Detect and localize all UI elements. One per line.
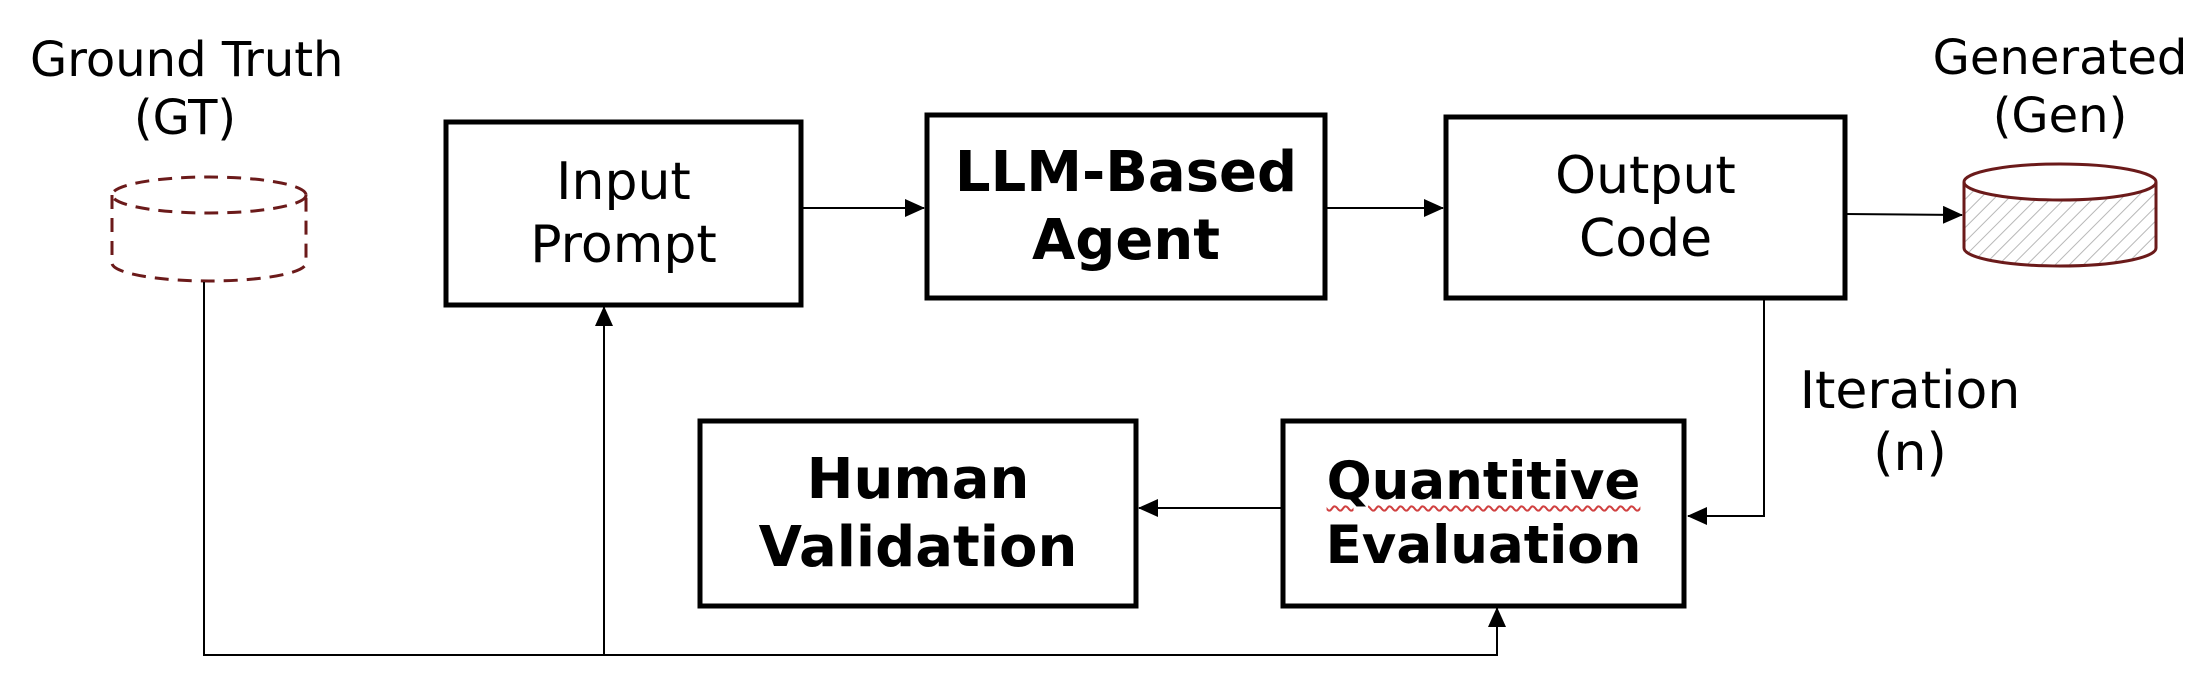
output-code-text: Output Code — [1448, 119, 1843, 296]
generated-abbr: (Gen) — [1992, 87, 2128, 144]
iteration-label: Iteration (n) — [1780, 360, 2040, 485]
llm-agent-text: LLM-Based Agent — [929, 117, 1323, 296]
iteration-title: Iteration — [1799, 361, 2021, 421]
llm-agent-box — [924, 112, 1328, 301]
ground-truth-abbr: (GT) — [133, 89, 237, 146]
output-code-box — [1443, 114, 1848, 301]
generated-cylinder-icon — [1962, 162, 2158, 268]
ground-truth-title: Ground Truth — [30, 32, 344, 88]
quantitive-evaluation-box — [1280, 418, 1687, 609]
input-prompt-line2: Prompt — [530, 214, 717, 275]
generated-label: Generated (Gen) — [1930, 30, 2190, 145]
human-validation-text: Human Validation — [702, 423, 1134, 604]
ground-truth-cylinder-icon — [110, 175, 308, 283]
generated-title: Generated — [1932, 30, 2188, 86]
llm-agent-line2: Agent — [1031, 207, 1221, 273]
quantitive-evaluation-text: Quantitive Evaluation — [1285, 423, 1682, 604]
quantitive-evaluation-line2: Evaluation — [1325, 514, 1642, 576]
ground-truth-label: Ground Truth (GT) — [30, 32, 344, 147]
input-prompt-line1: Input — [556, 152, 691, 213]
arrow-code-to-gen — [1844, 205, 1963, 224]
iteration-count: (n) — [1873, 423, 1947, 484]
human-validation-line2: Validation — [758, 514, 1078, 580]
llm-agent-line1: LLM-Based — [954, 140, 1298, 206]
output-code-line1: Output — [1555, 146, 1736, 207]
gt-feedback-line — [203, 282, 1506, 656]
input-prompt-box — [443, 119, 804, 308]
output-code-line2: Code — [1578, 208, 1713, 269]
human-validation-line1: Human — [806, 447, 1030, 513]
human-validation-box — [697, 418, 1139, 609]
quantitive-evaluation-line1: Quantitive — [1326, 450, 1641, 512]
input-prompt-text: Input Prompt — [448, 124, 799, 303]
iteration-loop-arrow — [1687, 298, 1765, 525]
